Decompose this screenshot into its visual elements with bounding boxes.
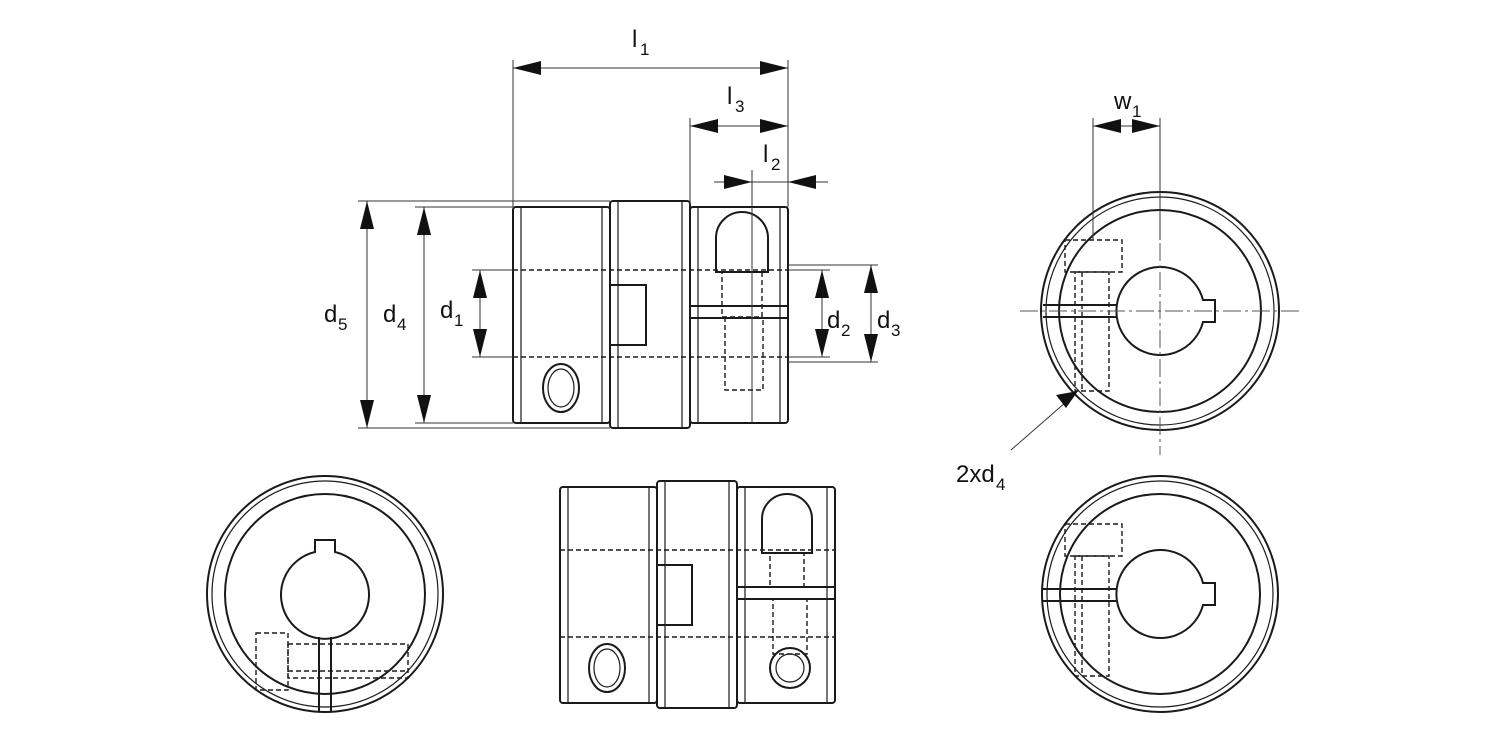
label-screw-sub: 4	[996, 475, 1005, 494]
dimension-l2: l 2	[714, 141, 828, 189]
dimension-d1: d 1	[440, 269, 513, 358]
leader-screw-callout: 2xd 4	[956, 391, 1078, 494]
label-w1: w	[1113, 88, 1132, 115]
label-l3: l	[727, 83, 732, 110]
center-spider	[609, 200, 691, 429]
dimension-d3: d 3	[788, 264, 900, 363]
end-view-bottom-left	[206, 475, 444, 713]
label-d2-sub: 2	[841, 321, 850, 340]
label-d4: d	[383, 301, 396, 328]
label-l1: l	[632, 26, 637, 53]
dimension-w1: w 1	[1092, 88, 1161, 240]
dimension-d5: d 5	[324, 200, 610, 429]
front-view: l 1 l 3 l 2 d 5	[324, 26, 900, 429]
right-clamp-hub	[689, 206, 789, 424]
side-view-bottom	[559, 480, 836, 709]
dimension-l1: l 1	[512, 26, 789, 207]
label-l2: l	[763, 141, 768, 168]
end-view-bottom-right	[1041, 475, 1279, 713]
label-l3-sub: 3	[735, 97, 744, 116]
label-d5: d	[324, 301, 337, 328]
end-view-top-right: w 1 2xd 4	[956, 88, 1300, 494]
label-d3-sub: 3	[891, 321, 900, 340]
label-d4-sub: 4	[397, 315, 406, 334]
dimension-d2: d 2	[788, 269, 850, 358]
clamp-screw-head	[715, 211, 769, 273]
label-d5-sub: 5	[338, 315, 347, 334]
left-hub	[512, 206, 611, 424]
dimension-l3: l 3	[689, 83, 788, 207]
label-d1: d	[440, 297, 453, 324]
label-w1-sub: 1	[1132, 102, 1141, 121]
label-l2-sub: 2	[771, 155, 780, 174]
bore-with-keyway	[1115, 266, 1216, 356]
label-d2: d	[827, 307, 840, 334]
set-screw-hole	[542, 363, 580, 413]
label-l1-sub: 1	[640, 40, 649, 59]
dimension-d4: d 4	[383, 206, 513, 424]
label-d1-sub: 1	[454, 311, 463, 330]
label-screw: 2xd	[956, 461, 995, 488]
label-d3: d	[877, 307, 890, 334]
